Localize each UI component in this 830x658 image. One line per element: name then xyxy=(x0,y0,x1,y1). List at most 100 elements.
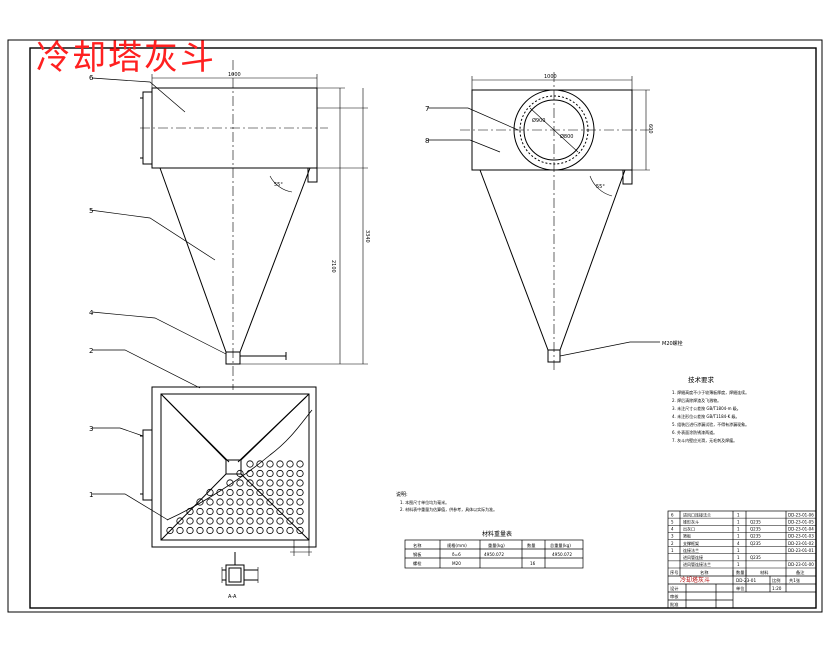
tb-part-cell: 筛板 xyxy=(683,533,691,539)
tech-req-item: 7. 灰斗内壁应光滑，无毛刺及焊瘤。 xyxy=(672,437,737,443)
outlet-note: M20螺栓 xyxy=(662,340,683,347)
tb-part-cell: 连接法兰 xyxy=(683,547,699,553)
sieve-hole xyxy=(276,488,284,497)
technical-requirements: 技术要求 1. 焊缝高度不小于较薄板厚度，焊缝连续。 2. 焊后清除焊渣及飞溅物… xyxy=(672,375,749,443)
sieve-hole xyxy=(286,498,294,506)
tech-req-item: 3. 未注尺寸公差按 GB/T1804-m 级。 xyxy=(672,405,741,411)
mt-header-weight: 重量(kg) xyxy=(488,542,505,549)
dim-pipe-dia: Ø800 xyxy=(560,133,573,140)
tb-part-cell: 1 xyxy=(737,548,740,553)
notes-heading: 说明: xyxy=(396,491,408,498)
sieve-hole xyxy=(296,526,304,535)
sieve-hole xyxy=(266,479,274,487)
sieve-hole xyxy=(226,488,234,497)
tb-header-no: 序号 xyxy=(670,569,678,576)
material-table xyxy=(404,539,584,569)
outlet xyxy=(225,351,241,365)
inlet-pipe-outer xyxy=(513,89,595,171)
sieve-hole xyxy=(236,507,244,516)
inlet-flange xyxy=(142,91,153,165)
tech-req-item: 4. 未注形位公差按 GB/T1184-K 级。 xyxy=(672,413,740,419)
sieve-hole xyxy=(246,507,254,516)
sieve-hole xyxy=(266,517,274,525)
sieve-hole xyxy=(266,526,274,535)
drawing-title: 冷却塔灰斗 xyxy=(36,38,216,78)
tb-drawing-name: 冷却塔灰斗 xyxy=(680,576,710,584)
tb-part-cell: DD-23-01-05 xyxy=(788,519,814,524)
balloon-8: 8 xyxy=(425,137,429,145)
balloon-3: 3 xyxy=(89,425,93,433)
sieve-hole xyxy=(206,526,214,535)
sieve-hole xyxy=(286,488,294,497)
mt-cell: 螺栓 xyxy=(413,560,422,567)
sieve-hole xyxy=(236,479,244,487)
sieve-hole xyxy=(206,488,214,497)
sieve-hole xyxy=(216,517,224,525)
sieve-hole xyxy=(236,498,244,506)
sieve-hole xyxy=(226,526,234,535)
tb-part-cell: 进风口连接法兰 xyxy=(683,511,711,517)
sieve-hole xyxy=(276,526,284,535)
sieve-hole xyxy=(196,526,204,535)
tech-req-item: 6. 外表面涂防锈漆两道。 xyxy=(672,429,717,435)
sieve-hole xyxy=(216,507,224,516)
tb-part-cell: Q235 xyxy=(750,534,761,539)
tb-part-cell: 1 xyxy=(737,519,740,524)
sieve-hole xyxy=(246,479,254,487)
plan-view xyxy=(92,386,317,586)
sieve-hole xyxy=(246,517,254,525)
sieve-hole xyxy=(166,526,174,535)
tb-part-cell: 5 xyxy=(671,519,674,524)
sieve-hole xyxy=(236,526,244,535)
tb-part-cell: Q235 xyxy=(750,555,761,560)
dim-angle-left: 55° xyxy=(274,182,283,188)
sieve-hole xyxy=(226,498,234,506)
tb-part-cell: Q235 xyxy=(750,527,761,532)
sieve-hole xyxy=(256,460,264,468)
balloon-5: 5 xyxy=(89,207,93,215)
sieve-hole xyxy=(256,526,264,535)
sieve-hole xyxy=(186,526,194,535)
sieve-hole xyxy=(296,488,304,497)
tb-part-cell: 锥形灰斗 xyxy=(683,518,699,524)
sieve-hole xyxy=(286,479,294,487)
tb-part-cell: 2 xyxy=(671,541,674,546)
inlet-pipe-bolt-circle xyxy=(519,95,589,165)
sieve-hole xyxy=(296,507,304,516)
plan-inner xyxy=(160,393,310,541)
part-balloons: 6 5 4 2 3 1 7 8 xyxy=(89,74,429,499)
tb-part-cell: 进风管连接法兰 xyxy=(683,561,711,567)
sieve-hole xyxy=(296,460,304,468)
notes: 说明: 1. 本图尺寸单位均为毫米。 2. 材料表中重量为估算值，供参考，具体以… xyxy=(396,491,497,512)
sieve-hole xyxy=(266,460,274,468)
sieve-hole xyxy=(216,498,224,506)
tb-designer-label: 设计 xyxy=(670,585,678,592)
sieve-hole xyxy=(246,460,254,468)
mt-cell: M20 xyxy=(452,561,461,566)
cone xyxy=(159,167,311,353)
sieve-hole xyxy=(276,507,284,516)
mt-cell: 4950.072 xyxy=(484,552,504,557)
dimension-labels: 1000 1000 3340 2100 600 55° 55° Ø900 Ø80… xyxy=(228,72,683,600)
sieve-hole xyxy=(246,498,254,506)
material-table-title: 材料重量表 xyxy=(482,530,512,538)
sieve-hole xyxy=(276,460,284,468)
sieve-hole xyxy=(276,498,284,506)
balloon-1: 1 xyxy=(89,491,93,499)
sieve-hole xyxy=(296,479,304,487)
plan-outlet xyxy=(225,459,242,475)
tb-part-cell: 支撑框架 xyxy=(683,540,699,546)
sieve-hole xyxy=(226,479,234,487)
sieve-hole xyxy=(296,498,304,506)
sieve-hole xyxy=(266,469,274,478)
sieve-hole xyxy=(216,488,224,497)
sieve-hole xyxy=(206,507,214,516)
mt-cell: 4950.072 xyxy=(552,552,572,557)
sieve-hole xyxy=(256,469,264,478)
sieve-hole xyxy=(286,517,294,525)
tb-part-cell: Q235 xyxy=(750,541,761,546)
tb-part-cell: 1 xyxy=(737,512,740,517)
